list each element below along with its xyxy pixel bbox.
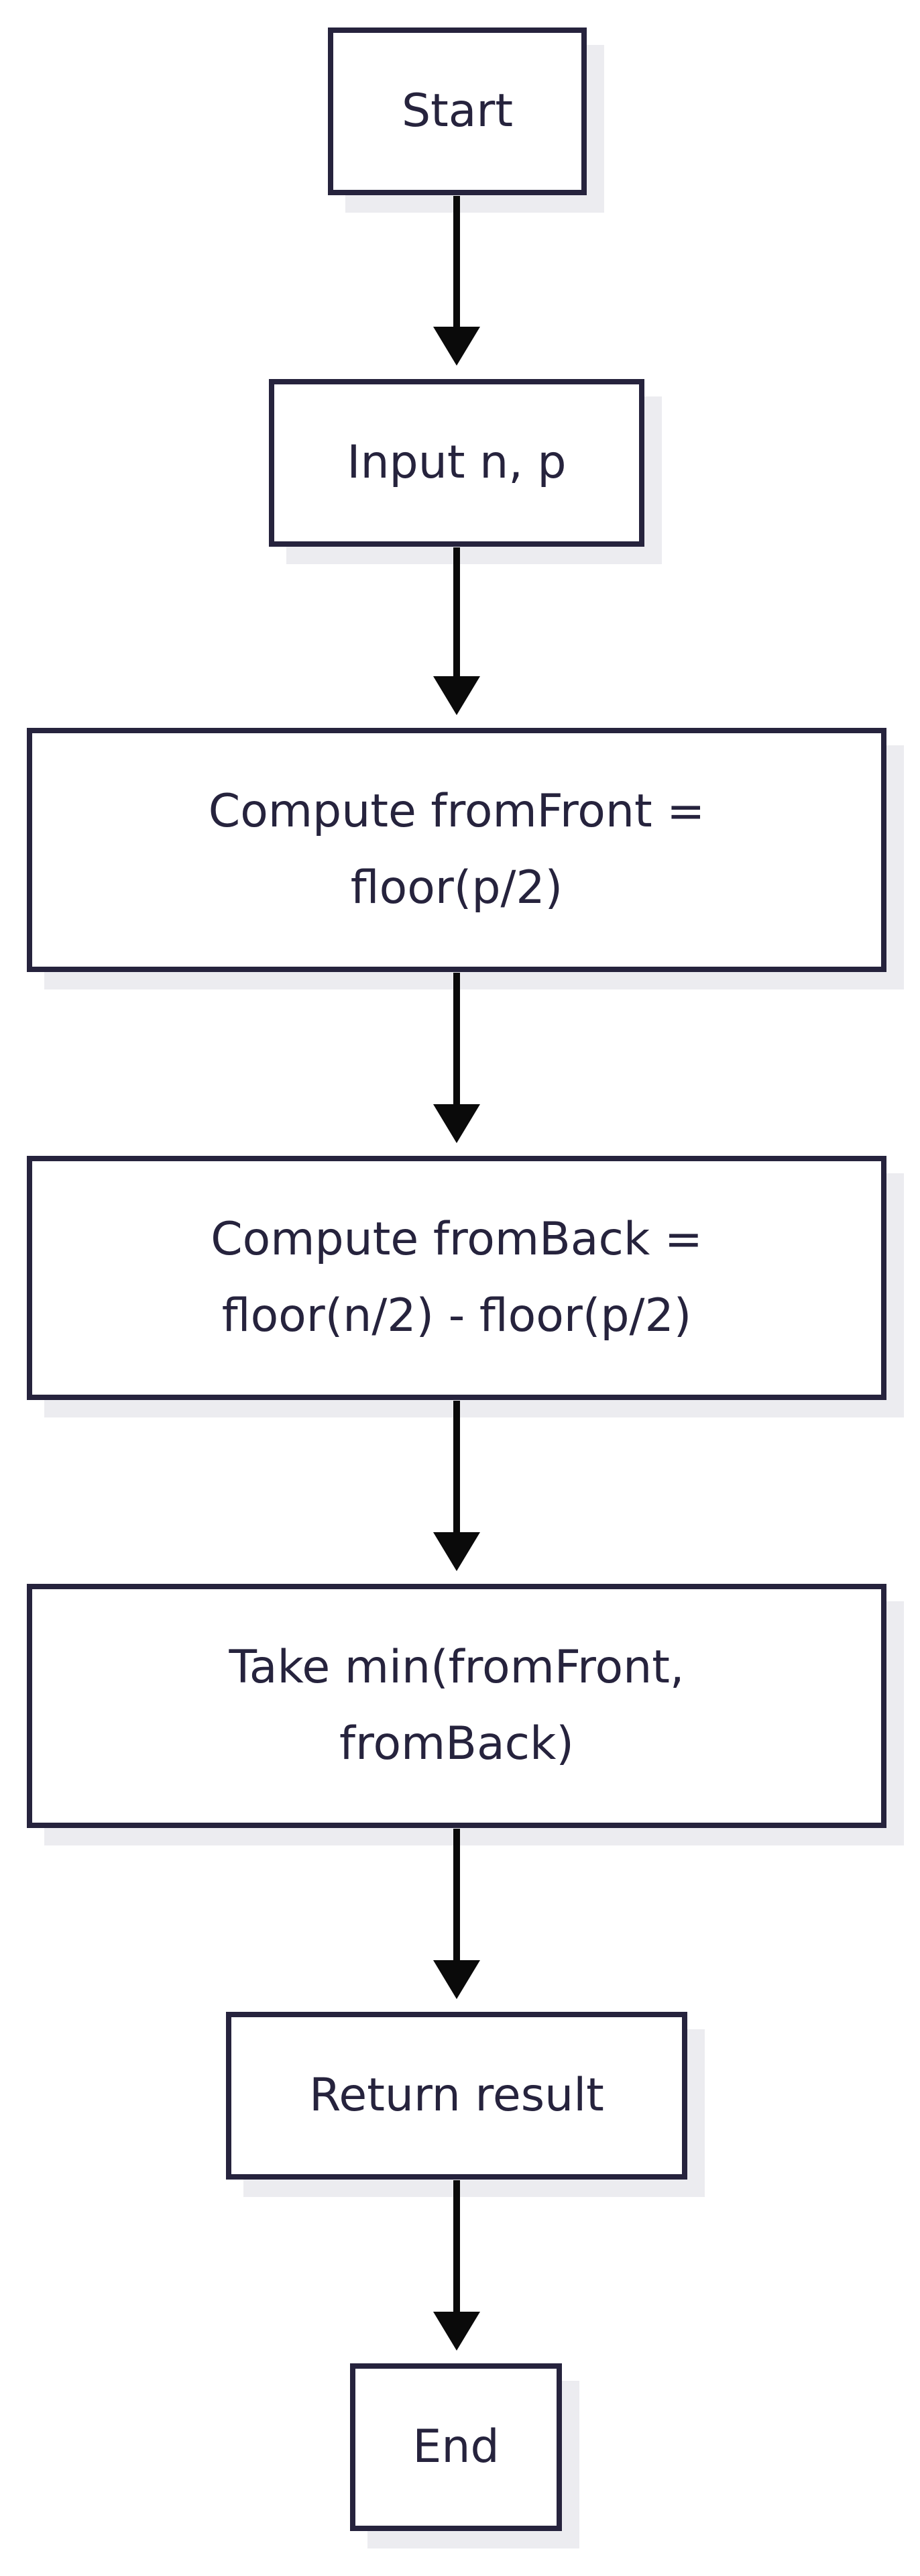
arrow-return-result-to-end-line [453,2180,460,2317]
compute-from-front-node: Compute fromFront = floor(p/2) [27,728,886,972]
arrow-compute-from-back-to-take-min-head [433,1532,480,1571]
return-result-label: Return result [309,2069,604,2122]
arrow-return-result-to-end-head [433,2312,480,2351]
arrow-start-to-input-line [453,196,460,333]
take-min-label: Take min(fromFront, fromBack) [229,1641,685,1770]
start-node: Start [328,28,587,195]
arrow-compute-from-back-to-take-min-line [453,1401,460,1538]
arrow-compute-from-front-to-compute-from-back-line [453,973,460,1110]
arrow-input-to-compute-from-front-head [433,676,480,715]
compute-from-back-label: Compute fromBack = floor(n/2) - floor(p/… [211,1213,703,1342]
end-node: End [350,2363,562,2531]
start-label: Start [401,85,514,138]
arrow-take-min-to-return-result-head [433,1960,480,1999]
arrow-take-min-to-return-result-line [453,1829,460,1966]
compute-from-back-node: Compute fromBack = floor(n/2) - floor(p/… [27,1156,886,1400]
input-label: Input n, p [347,436,567,489]
arrow-input-to-compute-from-front-line [453,547,460,682]
input-node: Input n, p [269,379,644,547]
arrow-compute-from-front-to-compute-from-back-head [433,1104,480,1143]
take-min-node: Take min(fromFront, fromBack) [27,1584,886,1828]
end-label: End [412,2420,500,2473]
compute-from-front-label: Compute fromFront = floor(p/2) [208,785,705,914]
arrow-start-to-input-head [433,327,480,366]
return-result-node: Return result [226,2012,687,2180]
